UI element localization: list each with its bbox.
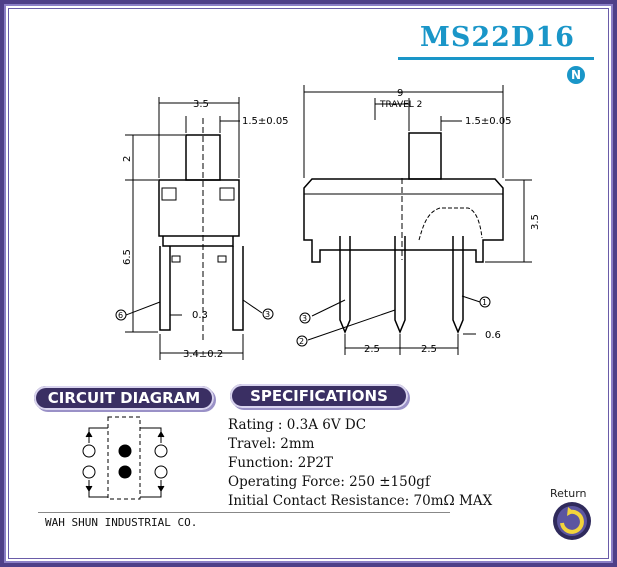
model-title: MS22D16 xyxy=(420,22,575,53)
terminal-4 xyxy=(82,465,96,479)
front-pin-1 xyxy=(452,236,464,334)
spec-function: Function: 2P2T xyxy=(228,455,333,471)
terminal-6 xyxy=(154,465,168,479)
front-pin-2 xyxy=(394,236,406,334)
spec-rating: Rating : 0.3A 6V DC xyxy=(228,417,367,433)
side-width-top: 3.5 xyxy=(193,99,209,110)
front-body xyxy=(303,178,504,263)
front-travel: TRAVEL 2 xyxy=(379,100,422,110)
front-actuator xyxy=(408,132,442,180)
front-actuator-width: 1.5±0.05 xyxy=(465,116,512,127)
front-view xyxy=(296,85,532,355)
terminal-2 xyxy=(118,444,132,458)
title-underline xyxy=(398,57,594,60)
front-overall-width: 9 xyxy=(397,88,403,99)
circuit-diagram-heading: CIRCUIT DIAGRAM xyxy=(34,386,214,410)
side-body xyxy=(158,179,240,237)
side-body-height: 6.5 xyxy=(122,249,133,265)
front-height-right: 3.5 xyxy=(530,214,541,230)
front-pitch-left: 2.5 xyxy=(364,344,380,355)
terminal-3 xyxy=(154,444,168,458)
spec-travel: Travel: 2mm xyxy=(228,436,315,452)
front-pin-3 xyxy=(339,236,351,334)
front-pin-id-1: 1 xyxy=(482,298,487,307)
specifications-heading: SPECIFICATIONS xyxy=(230,384,408,408)
company-name: WAH SHUN INDUSTRIAL CO. xyxy=(45,516,198,529)
n-badge-icon: N xyxy=(567,66,585,84)
return-label[interactable]: Return xyxy=(550,487,587,500)
side-pin-right-id: 3 xyxy=(265,310,270,319)
spec-operating-force: Operating Force: 250 ±150gf xyxy=(228,474,430,490)
front-pitch-right: 2.5 xyxy=(421,344,437,355)
side-actuator-height: 2 xyxy=(122,156,133,162)
circuit-diagram xyxy=(82,416,168,500)
footer-rule xyxy=(38,512,450,513)
terminal-1 xyxy=(82,444,96,458)
front-pin-width: 0.6 xyxy=(485,330,501,341)
terminal-5 xyxy=(118,465,132,479)
side-pin-width: 0.3 xyxy=(192,310,208,321)
side-pin-left xyxy=(159,246,171,331)
front-pin-id-2: 2 xyxy=(299,337,304,346)
side-pin-spacing: 3.4±0.2 xyxy=(183,349,223,360)
spec-contact-resistance: Initial Contact Resistance: 70mΩ MAX xyxy=(228,493,493,509)
front-pin-id-3: 3 xyxy=(302,314,307,323)
side-actuator-width: 1.5±0.05 xyxy=(242,116,289,127)
side-pin-right xyxy=(232,246,244,331)
side-pin-left-id: 6 xyxy=(118,311,123,320)
return-button-icon[interactable] xyxy=(552,501,592,541)
side-view xyxy=(115,97,274,360)
